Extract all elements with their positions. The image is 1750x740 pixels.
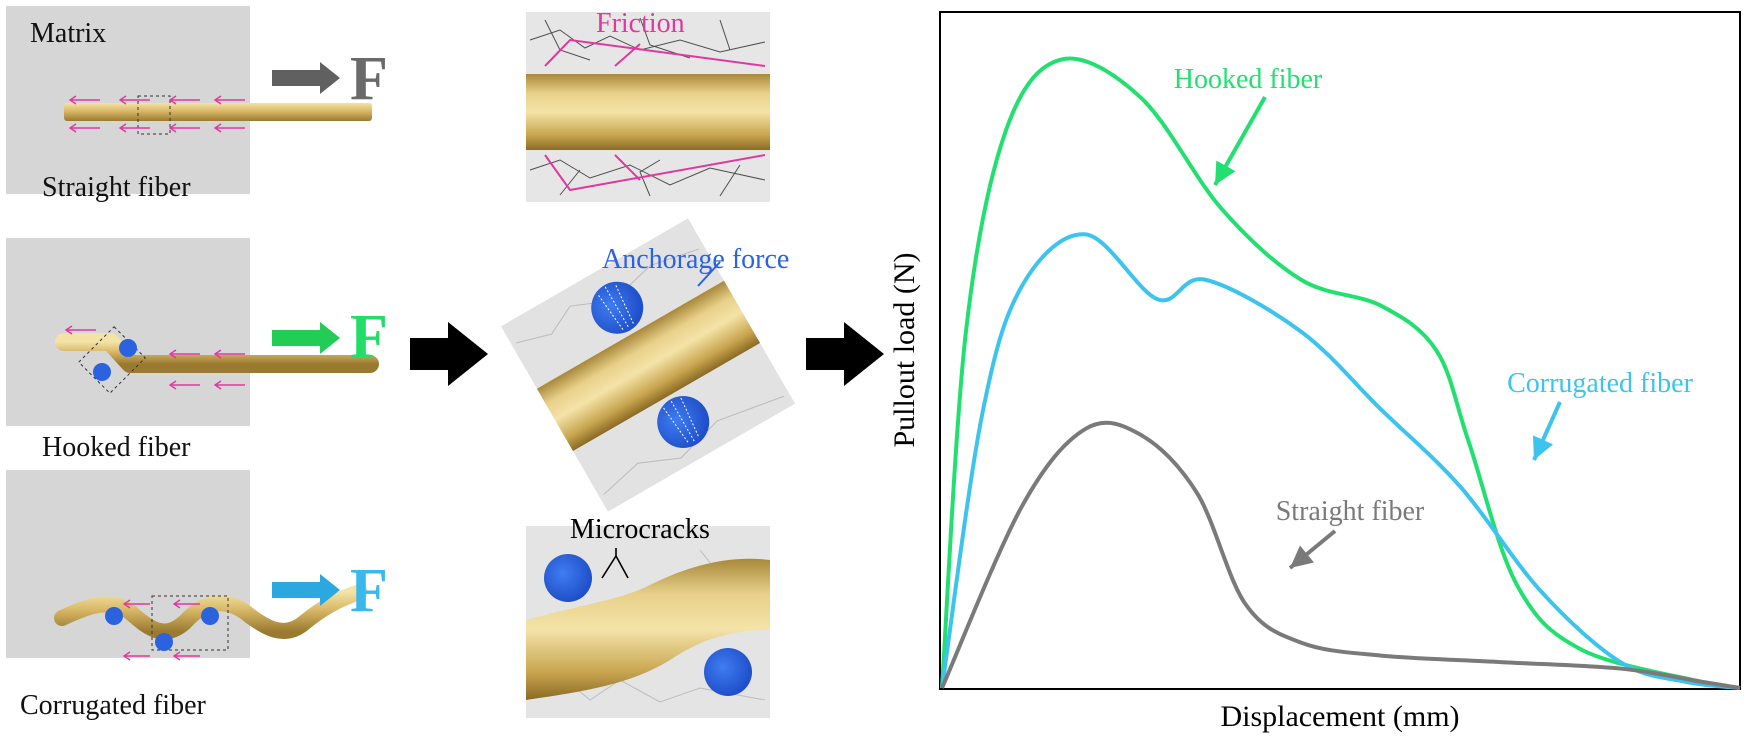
annotation-straight-fiber: Straight fiber — [1276, 496, 1425, 527]
corrugated-fiber — [54, 584, 368, 640]
microcracks-anchor-ball — [544, 554, 592, 602]
annotation-hooked-fiber: Hooked fiber — [1174, 64, 1323, 95]
friction-shear-marks — [544, 38, 766, 192]
hooked-selection-box — [78, 326, 146, 394]
series-line-straight-fiber — [940, 420, 1741, 690]
corrugated-selection-box — [151, 595, 229, 651]
anchorage-leader-line — [697, 261, 721, 287]
hooked-matrix-panel — [6, 238, 250, 426]
annotation-pointer-head — [1215, 160, 1236, 185]
flow-arrow — [806, 322, 884, 386]
annotation-pointer-head — [1290, 545, 1314, 568]
straight-force-arrow — [272, 62, 340, 94]
corrugated-friction-arrows — [122, 599, 200, 661]
series-line-hooked-fiber — [940, 56, 1741, 690]
straight-selection-box — [137, 95, 171, 135]
hooked-fiber-label: Hooked fiber — [42, 432, 191, 463]
y-axis-label: Pullout load (N) — [888, 253, 921, 448]
corrugated-anchor-dot — [155, 633, 173, 651]
annotation-pointer-head — [1532, 435, 1554, 460]
flow-arrow — [410, 322, 488, 386]
straight-friction-arrows — [68, 95, 245, 133]
hooked-anchor-dot — [93, 363, 111, 381]
force-symbol-hooked: F — [350, 303, 388, 371]
microcracks-pointer — [601, 548, 629, 579]
chart-frame — [939, 11, 1741, 690]
microcracks-label: Microcracks — [570, 514, 710, 545]
x-axis-label: Displacement (mm) — [1220, 700, 1459, 733]
anchorage-force-label: Anchorage force — [602, 244, 790, 275]
hooked-force-arrow — [272, 322, 340, 354]
microcracks-fiber — [526, 558, 770, 700]
friction-fiber — [526, 74, 770, 150]
straight-fiber — [64, 103, 372, 121]
annotation-corrugated-fiber: Corrugated fiber — [1507, 368, 1693, 399]
force-symbol-straight: F — [350, 45, 388, 113]
matrix-label: Matrix — [30, 18, 107, 49]
straight-fiber-label: Straight fiber — [42, 172, 191, 203]
hooked-anchor-dot — [119, 339, 137, 357]
series-line-corrugated-fiber — [940, 232, 1741, 690]
chart-series-layer — [940, 56, 1741, 690]
microcracks-anchor-ball — [704, 648, 752, 696]
corrugated-matrix-panel — [6, 470, 250, 658]
anchorage-panel — [500, 218, 796, 512]
corrugated-anchor-dot — [201, 607, 219, 625]
corrugated-force-arrow — [272, 574, 340, 606]
corrugated-anchor-dot — [105, 607, 123, 625]
friction-label: Friction — [596, 8, 685, 39]
force-symbol-corrugated: F — [350, 557, 388, 625]
corrugated-fiber-label: Corrugated fiber — [20, 690, 206, 721]
hooked-friction-arrows — [64, 325, 245, 390]
hooked-fiber — [55, 333, 379, 373]
